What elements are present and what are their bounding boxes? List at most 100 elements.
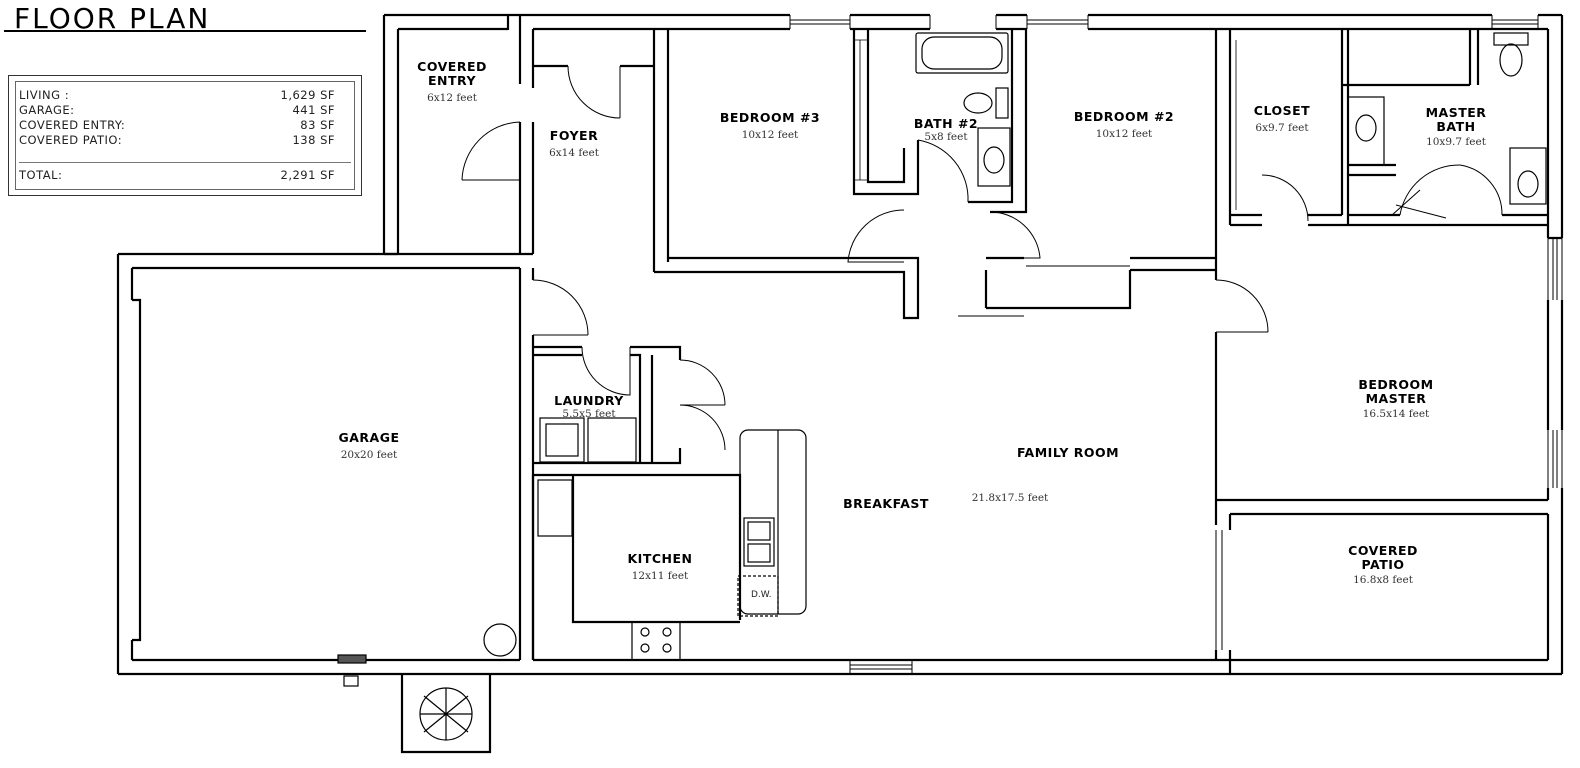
room-size: 10x12 feet: [1095, 128, 1153, 140]
window-breakfast: [849, 660, 913, 674]
room-size: 16.5x14 feet: [1362, 408, 1430, 420]
room-kitchen: KITCHEN 12x11 feet: [628, 552, 693, 583]
room-name: COVERED: [1348, 543, 1418, 558]
room-closet: CLOSET 6x9.7 feet: [1253, 103, 1311, 135]
room-bath-2: BATH #2 5x8 feet: [913, 116, 979, 144]
bedroom2-right-wall: [1214, 29, 1232, 500]
area-row-covered-entry: COVERED ENTRY: 83 SF: [19, 118, 335, 132]
hose-bib: [343, 675, 359, 687]
door-bedroom2: [989, 211, 1041, 259]
garage-house-wall: [518, 268, 535, 660]
door-bedroom3: [847, 209, 905, 263]
area-label: COVERED PATIO:: [19, 133, 123, 147]
room-name: BEDROOM #3: [719, 110, 821, 125]
door-laundry: [581, 346, 631, 396]
master-vanity: [1347, 96, 1385, 166]
area-row-living: LIVING : 1,629 SF: [19, 88, 335, 102]
garage-vent: [337, 654, 367, 664]
area-row-covered-patio: COVERED PATIO: 138 SF: [19, 133, 335, 147]
area-value: 441 SF: [292, 103, 335, 117]
room-name: BATH: [1436, 119, 1476, 134]
door-master-bath-swing: [1391, 189, 1447, 219]
room-size: 5x8 feet: [924, 131, 968, 143]
sink-bowl-2: [747, 543, 771, 563]
area-label: LIVING :: [19, 88, 70, 102]
room-size: 6x14 feet: [549, 147, 599, 159]
window-master-bedroom-upper: [1547, 238, 1563, 300]
area-summary-table: LIVING : 1,629 SF GARAGE: 441 SF COVERED…: [8, 75, 362, 196]
room-breakfast: BREAKFAST: [843, 497, 929, 511]
patio-sliding-door: [1215, 530, 1223, 650]
room-size: 12x11 feet: [631, 570, 689, 582]
room-size: 20x20 feet: [340, 449, 398, 461]
room-size: 21.8x17.5 feet: [971, 492, 1049, 504]
area-label: TOTAL:: [19, 168, 63, 182]
bath2-toilet-tank: [995, 87, 1009, 119]
room-covered-entry: COVERED ENTRY 6x12 feet: [417, 59, 487, 105]
room-name: BREAKFAST: [843, 496, 929, 511]
window-bedroom3: [789, 15, 851, 29]
area-row-total: TOTAL: 2,291 SF: [19, 168, 335, 182]
kitchen-counter: [571, 475, 740, 624]
area-summary-inner-border: [15, 81, 355, 190]
room-name: MASTER: [1365, 391, 1427, 406]
master-patio-wall: [1214, 498, 1548, 530]
door-covered-entry: [461, 121, 521, 181]
room-size: 16.8x8 feet: [1353, 574, 1413, 586]
room-family-room: FAMILY ROOM: [1017, 446, 1119, 460]
master-sink: [1355, 114, 1377, 142]
refrigerator: [537, 479, 573, 537]
room-garage: GARAGE 20x20 feet: [338, 430, 400, 462]
area-value: 138 SF: [292, 133, 335, 147]
room-name: BATH #2: [913, 116, 979, 131]
washer: [539, 417, 585, 463]
kitchen-sink: [743, 517, 775, 567]
range: [631, 621, 681, 661]
dishwasher: [737, 575, 779, 617]
room-size: 6x12 feet: [427, 92, 477, 104]
area-value: 1,629 SF: [280, 88, 335, 102]
room-name: GARAGE: [338, 430, 400, 445]
bath2-left-wall: [852, 29, 920, 196]
plan-title: FLOOR PLAN: [14, 2, 211, 35]
entry-foyer-wall: [506, 15, 535, 254]
burner: [662, 627, 672, 637]
burner: [662, 643, 672, 653]
mechanical-enclosure: [400, 674, 492, 754]
area-label: COVERED ENTRY:: [19, 118, 126, 132]
kitchen-island: [739, 429, 807, 615]
garage-top-wall: [116, 252, 533, 674]
room-name: BEDROOM #2: [1073, 109, 1175, 124]
door-master-bedroom: [1215, 279, 1269, 333]
master-sink-2: [1517, 170, 1539, 198]
closet-bottom-wall: [1230, 213, 1348, 227]
room-name: ENTRY: [427, 73, 477, 88]
master-bath-bottom-wall: [1348, 163, 1548, 227]
doors: [461, 65, 1503, 451]
room-name: PATIO: [1361, 557, 1405, 572]
bath2-right-wall: [968, 29, 1028, 214]
area-value: 2,291 SF: [280, 168, 335, 182]
area-value: 83 SF: [300, 118, 335, 132]
windows: [789, 15, 1563, 674]
room-bedroom-2: BEDROOM #2 10x12 feet: [1073, 109, 1175, 141]
room-name: CLOSET: [1253, 103, 1311, 118]
area-row-garage: GARAGE: 441 SF: [19, 103, 335, 117]
room-size: 5.5x5 feet: [562, 408, 616, 420]
closet-shelf: [1229, 40, 1237, 210]
patio-corner: [1214, 650, 1232, 674]
master-vanity-2: [1509, 147, 1547, 205]
room-foyer: FOYER 6x14 feet: [549, 129, 599, 160]
fixtures: [337, 32, 1547, 741]
burner: [640, 627, 650, 637]
burner: [640, 643, 650, 653]
bath2-sink: [983, 146, 1005, 174]
right-exterior-wall-upper: [1546, 15, 1564, 240]
room-name: COVERED: [417, 59, 487, 74]
room-name: BEDROOM: [1358, 377, 1434, 392]
bath2-vanity: [977, 127, 1011, 187]
window-bath2: [929, 15, 997, 29]
right-exterior-wall-lower: [1546, 488, 1564, 674]
area-total-separator: [19, 162, 351, 163]
window-master-bedroom-lower: [1547, 430, 1563, 488]
